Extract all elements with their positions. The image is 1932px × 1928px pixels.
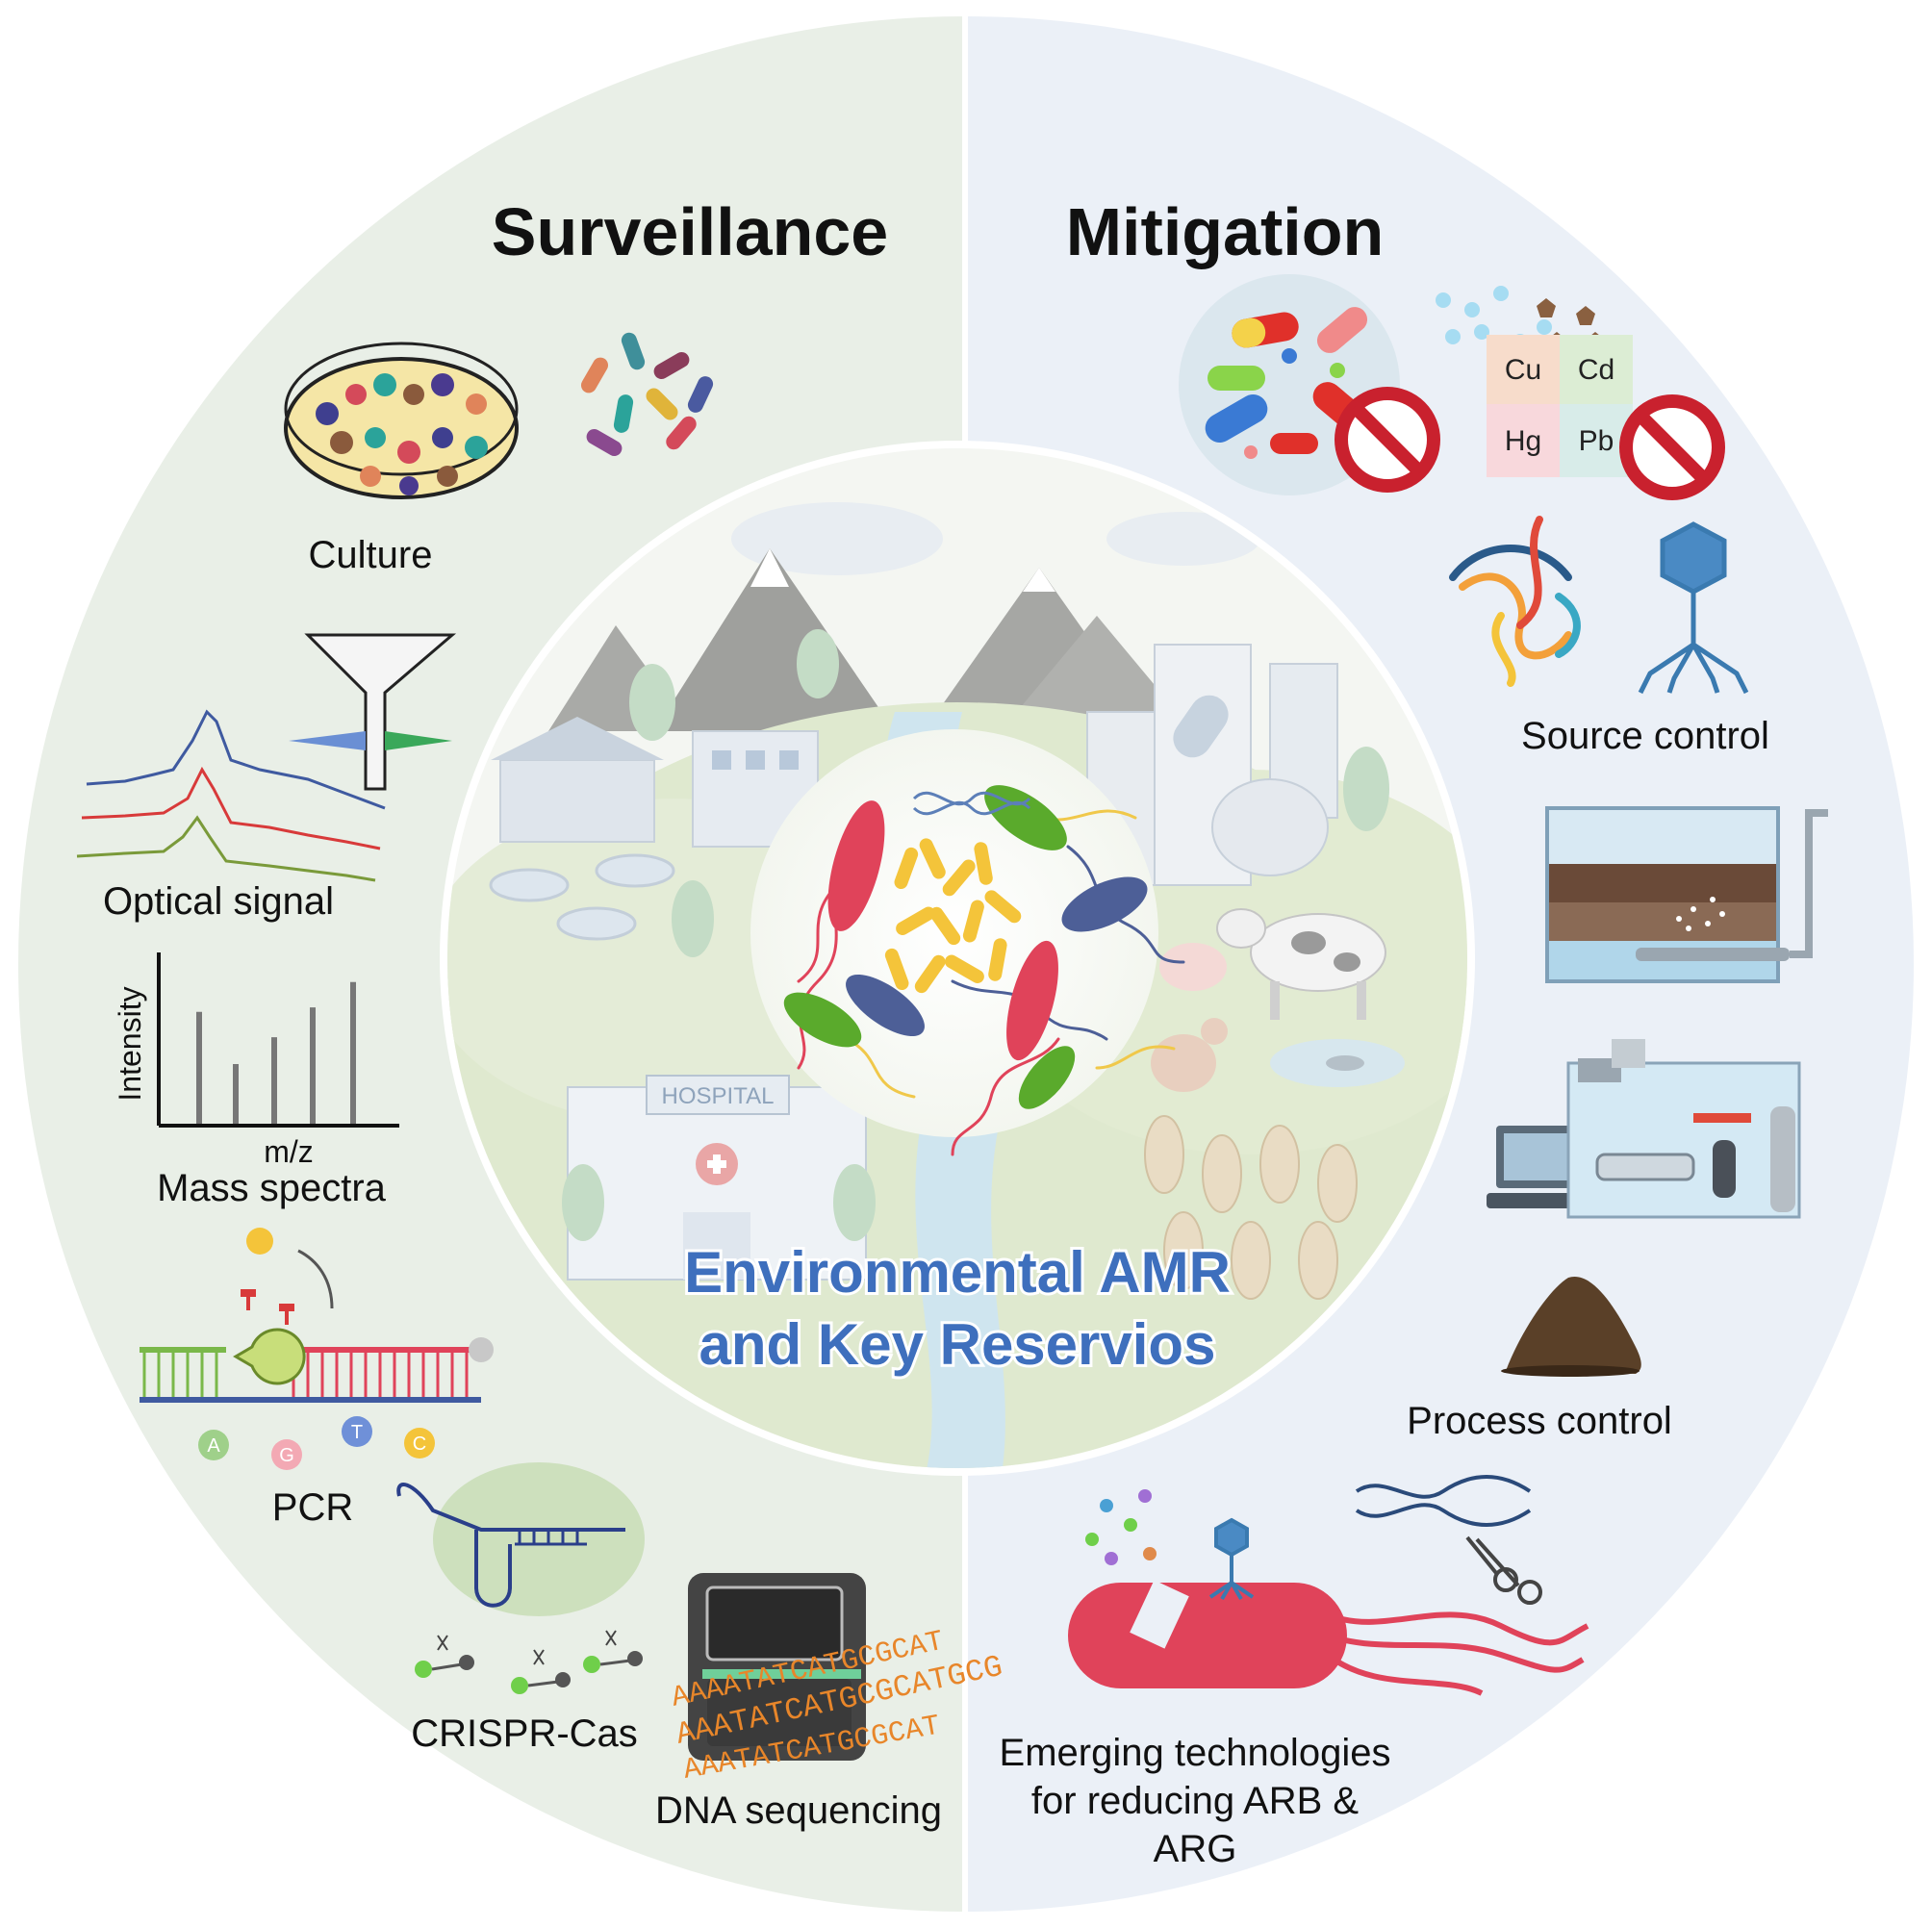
cow-icon	[1216, 908, 1386, 1020]
dna-sequencing-label: DNA sequencing	[655, 1789, 942, 1832]
bacterium-red	[1006, 940, 1058, 1061]
bacterium-blue	[1061, 876, 1148, 932]
prohibit-icon	[1335, 387, 1440, 493]
culture-label: Culture	[309, 534, 433, 576]
metal-cu: Cu	[1505, 354, 1541, 386]
emerging-label-line3: ARG	[1154, 1828, 1237, 1870]
mass-spectra-label: Mass spectra	[157, 1167, 387, 1209]
nucleotide-base: G	[279, 1445, 294, 1466]
metal-cd: Cd	[1578, 354, 1614, 386]
bacterium-red	[827, 800, 885, 931]
center-title: Environmental AMR and Key Reservios	[681, 1237, 1233, 1380]
dna-sequencer-icon	[688, 1573, 866, 1761]
nucleotide-circle	[198, 1430, 229, 1460]
scissors-icon	[1465, 1535, 1542, 1605]
fish-icon	[1326, 1055, 1364, 1071]
optical-signal-label: Optical signal	[103, 880, 334, 923]
compost-pile-icon	[1501, 1276, 1641, 1377]
bacterium-blue	[846, 974, 925, 1037]
dna-icon	[912, 791, 1031, 816]
pcr-icon	[140, 1228, 494, 1403]
source-control-label: Source control	[1521, 715, 1769, 757]
bacterium-green	[783, 992, 862, 1048]
bacteriophage-icon	[1638, 521, 1749, 695]
nucleotide-circle	[342, 1416, 372, 1447]
nucleotide-base: C	[413, 1433, 426, 1455]
mass-spectra-chart	[157, 952, 399, 1128]
optical-signal-chart	[76, 709, 386, 882]
emerging-label-line2: for reducing ARB &	[1031, 1780, 1359, 1822]
crispr-cas-label: CRISPR-Cas	[411, 1712, 638, 1755]
nucleotide-circle	[271, 1439, 302, 1470]
mitigation-heading: Mitigation	[1066, 194, 1384, 269]
bacterium-green	[1018, 1046, 1076, 1109]
nucleotide-base: T	[351, 1422, 363, 1443]
scissors-icon	[437, 1630, 617, 1665]
nucleotide-circle	[404, 1428, 435, 1459]
bacteria-icon	[581, 332, 714, 456]
emerging-technologies-icon	[1068, 1475, 1589, 1696]
crops	[1144, 1115, 1358, 1300]
flow-cytometer-icon	[289, 633, 457, 791]
bacteria-cluster	[750, 729, 1185, 1156]
hospital-sign: HOSPITAL	[662, 1083, 775, 1109]
metals-grid: Cu Cd Hg Pb	[1487, 335, 1633, 477]
prohibit-icon	[1619, 394, 1725, 500]
surveillance-heading: Surveillance	[492, 194, 888, 269]
constructed-wetland-icon	[1545, 806, 1828, 983]
metal-hg: Hg	[1505, 425, 1541, 457]
dna-icon	[1355, 1475, 1532, 1527]
process-control-label: Process control	[1407, 1400, 1672, 1442]
pig-icon	[1159, 943, 1227, 991]
center-title-line2: and Key Reservios	[699, 1312, 1216, 1377]
reactor-setup-icon	[1487, 1039, 1801, 1219]
center-scene: HOSPITAL	[440, 441, 1475, 1476]
crispr-cas-icon	[396, 1462, 645, 1694]
nucleotide-bases: A G T C	[198, 1416, 435, 1470]
nucleotide-base: A	[207, 1435, 220, 1457]
pcr-label: PCR	[272, 1486, 353, 1529]
emerging-label-line1: Emerging technologies	[1000, 1732, 1391, 1774]
mass-y-axis-label: Intensity	[113, 986, 147, 1101]
center-title-line1: Environmental AMR	[684, 1240, 1231, 1305]
bacteria-yellow-group	[884, 838, 1022, 994]
protein-icon	[1449, 516, 1581, 687]
mass-x-axis-label: m/z	[264, 1134, 314, 1169]
metal-pb: Pb	[1579, 425, 1614, 457]
petri-dish-icon	[284, 342, 519, 499]
